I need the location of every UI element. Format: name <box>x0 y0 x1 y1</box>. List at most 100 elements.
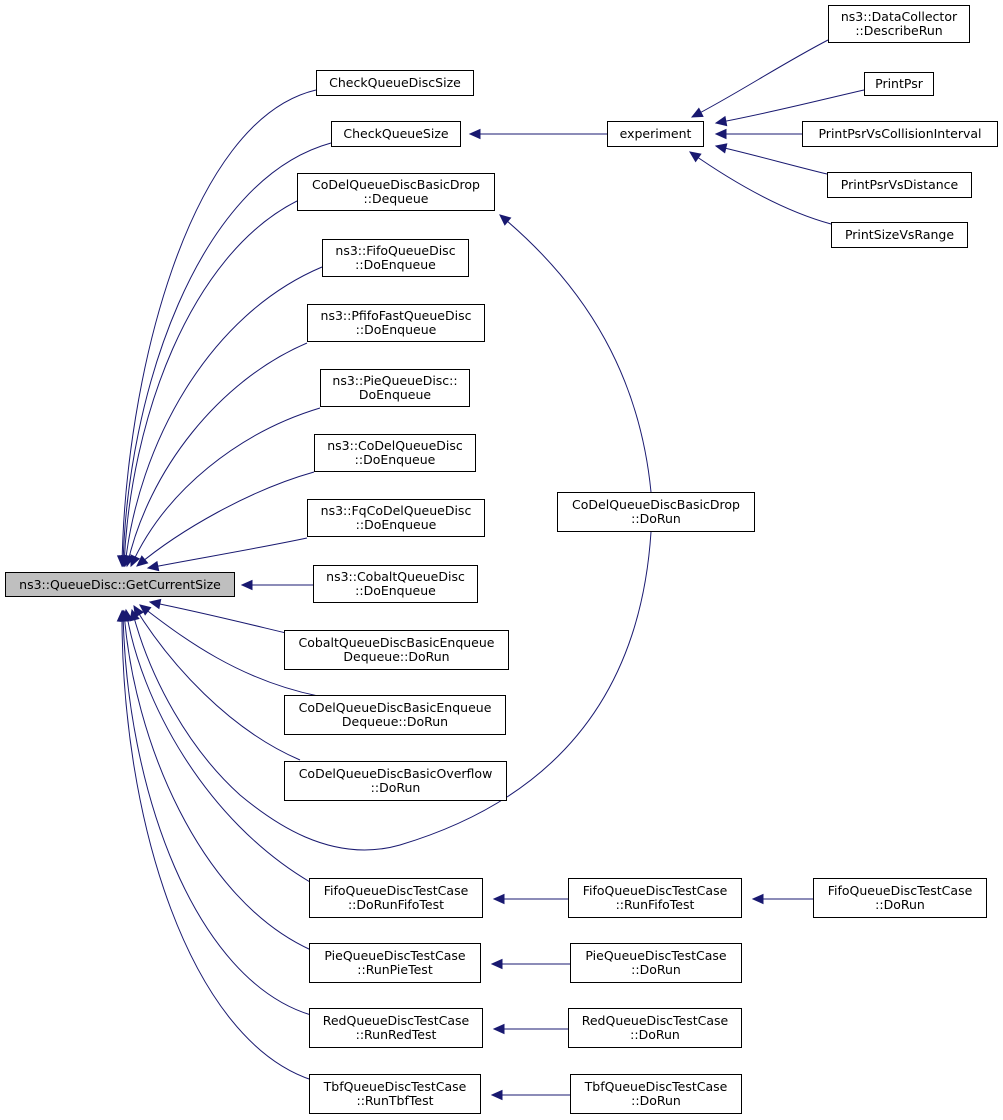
node-label: PrintSizeVsRange <box>844 227 955 242</box>
edge-codbe-root <box>139 604 319 697</box>
node-redt2[interactable]: RedQueueDiscTestCase::DoRun <box>568 1008 742 1048</box>
node-label: FifoQueueDiscTestCase <box>582 883 728 898</box>
arrowhead-icon <box>492 1023 505 1035</box>
node-psr[interactable]: PrintSizeVsRange <box>831 222 968 248</box>
edge-codel-root <box>136 471 315 567</box>
node-label: ::RunRedTest <box>355 1027 437 1042</box>
edge-line <box>125 609 311 883</box>
node-label: ns3::FqCoDelQueueDisc <box>320 503 472 518</box>
node-label: ::RunFifoTest <box>615 897 695 912</box>
node-label: ::DoEnqueue <box>355 322 437 337</box>
node-label: ::Dequeue <box>363 191 429 206</box>
node-fqcodel[interactable]: ns3::FqCoDelQueueDisc::DoEnqueue <box>307 499 485 537</box>
node-label: ::DoEnqueue <box>355 257 436 272</box>
node-label: PrintPsr <box>875 76 923 91</box>
node-label: ns3::QueueDisc::GetCurrentSize <box>19 576 221 592</box>
edges-layer <box>116 39 865 1101</box>
node-fifot2[interactable]: FifoQueueDiscTestCase::RunFifoTest <box>568 878 742 918</box>
edge-line <box>131 531 652 851</box>
edge-exp-cqs <box>468 128 607 140</box>
arrowhead-icon <box>129 608 140 622</box>
node-dc[interactable]: ns3::DataCollector::DescribeRun <box>828 5 970 43</box>
arrowhead-icon <box>139 604 152 616</box>
node-cdbdrun[interactable]: CoDelQueueDiscBasicDrop::DoRun <box>557 492 755 532</box>
node-codbo[interactable]: CoDelQueueDiscBasicOverflow::DoRun <box>284 761 507 801</box>
arrowhead-icon <box>240 579 253 591</box>
edge-fifo-root <box>120 266 323 568</box>
node-piet2[interactable]: PieQueueDiscTestCase::DoRun <box>570 943 742 983</box>
node-fifot1[interactable]: FifoQueueDiscTestCase::DoRunFifoTest <box>309 878 483 918</box>
edge-line <box>147 537 308 569</box>
edge-line <box>691 39 829 118</box>
edge-pp-exp <box>714 89 865 127</box>
edge-line <box>715 145 828 175</box>
node-label: ::DoEnqueue <box>355 517 437 532</box>
node-fifo[interactable]: ns3::FifoQueueDisc::DoEnqueue <box>322 239 469 277</box>
node-label: CoDelQueueDiscBasicEnqueue <box>298 700 492 715</box>
edge-cobbe-root <box>148 598 287 634</box>
node-cqds[interactable]: CheckQueueDiscSize <box>316 70 474 96</box>
node-ppci[interactable]: PrintPsrVsCollisionInterval <box>802 121 998 147</box>
edge-piet2-piet1 <box>490 958 570 970</box>
edge-line <box>123 200 298 567</box>
node-pp[interactable]: PrintPsr <box>864 72 934 96</box>
edge-cdbdrun-cdbd <box>499 214 652 493</box>
edge-cdbd-root <box>119 200 298 568</box>
node-label: CobaltQueueDiscBasicEnqueue <box>298 635 495 650</box>
node-tbft2[interactable]: TbfQueueDiscTestCase::DoRun <box>570 1074 742 1114</box>
node-label: ::DoRun <box>875 897 925 912</box>
node-tbft1[interactable]: TbfQueueDiscTestCase::RunTbfTest <box>309 1074 481 1114</box>
edge-line <box>136 471 315 567</box>
node-label: ns3::PfifoFastQueueDisc <box>320 308 472 323</box>
edge-cqds-root <box>116 89 317 568</box>
edge-line <box>139 604 319 697</box>
arrowhead-icon <box>714 143 728 154</box>
edge-line <box>149 601 287 634</box>
edge-line <box>689 151 832 225</box>
node-label: ::DoRun <box>631 962 681 977</box>
arrowhead-icon <box>690 107 704 118</box>
node-label: experiment <box>619 126 692 141</box>
node-label: CheckQueueSize <box>343 126 449 141</box>
node-label: TbfQueueDiscTestCase <box>323 1079 467 1094</box>
node-label: PrintPsrVsCollisionInterval <box>818 126 982 141</box>
node-piet1[interactable]: PieQueueDiscTestCase::RunPieTest <box>309 943 481 983</box>
node-codel[interactable]: ns3::CoDelQueueDisc::DoEnqueue <box>314 434 476 472</box>
arrowhead-icon <box>490 958 503 970</box>
edge-fifot3-fifot2 <box>751 893 813 905</box>
node-pie[interactable]: ns3::PieQueueDisc::DoEnqueue <box>320 369 470 407</box>
edge-line <box>123 610 312 951</box>
edge-fqcodel-root <box>146 537 308 572</box>
node-label: CoDelQueueDiscBasicOverflow <box>298 766 493 781</box>
node-label: ::DescribeRun <box>855 23 943 38</box>
node-ppd[interactable]: PrintPsrVsDistance <box>827 172 972 198</box>
node-cobalt[interactable]: ns3::CobaltQueueDisc::DoEnqueue <box>313 565 478 603</box>
node-label: ::DoEnqueue <box>355 583 436 598</box>
node-label: CoDelQueueDiscBasicDrop <box>312 177 480 192</box>
node-cdbd[interactable]: CoDelQueueDiscBasicDrop::Dequeue <box>297 173 495 211</box>
node-cqs[interactable]: CheckQueueSize <box>331 121 461 147</box>
edge-line <box>124 266 323 567</box>
node-pfifo[interactable]: ns3::PfifoFastQueueDisc::DoEnqueue <box>307 304 485 342</box>
node-label: TbfQueueDiscTestCase <box>584 1079 728 1094</box>
node-redt1[interactable]: RedQueueDiscTestCase::RunRedTest <box>309 1008 483 1048</box>
node-label: ns3::CobaltQueueDisc <box>326 569 465 584</box>
node-label: PieQueueDiscTestCase <box>585 948 727 963</box>
node-exp[interactable]: experiment <box>607 121 704 147</box>
node-label: FifoQueueDiscTestCase <box>323 883 469 898</box>
node-fifot3[interactable]: FifoQueueDiscTestCase::DoRun <box>813 878 987 918</box>
arrowhead-icon <box>499 214 512 226</box>
node-label: ::DoRun <box>631 511 681 526</box>
arrowhead-icon <box>130 554 141 568</box>
node-label: DoEnqueue <box>358 387 432 402</box>
arrowhead-icon <box>133 604 144 618</box>
arrowhead-icon <box>148 598 162 610</box>
arrowhead-icon <box>714 115 728 127</box>
arrowhead-icon <box>136 555 149 567</box>
node-label: RedQueueDiscTestCase <box>322 1013 470 1028</box>
edge-redt1-root <box>117 609 312 1016</box>
edge-line <box>499 214 652 493</box>
node-label: ::DoRun <box>631 1093 681 1108</box>
